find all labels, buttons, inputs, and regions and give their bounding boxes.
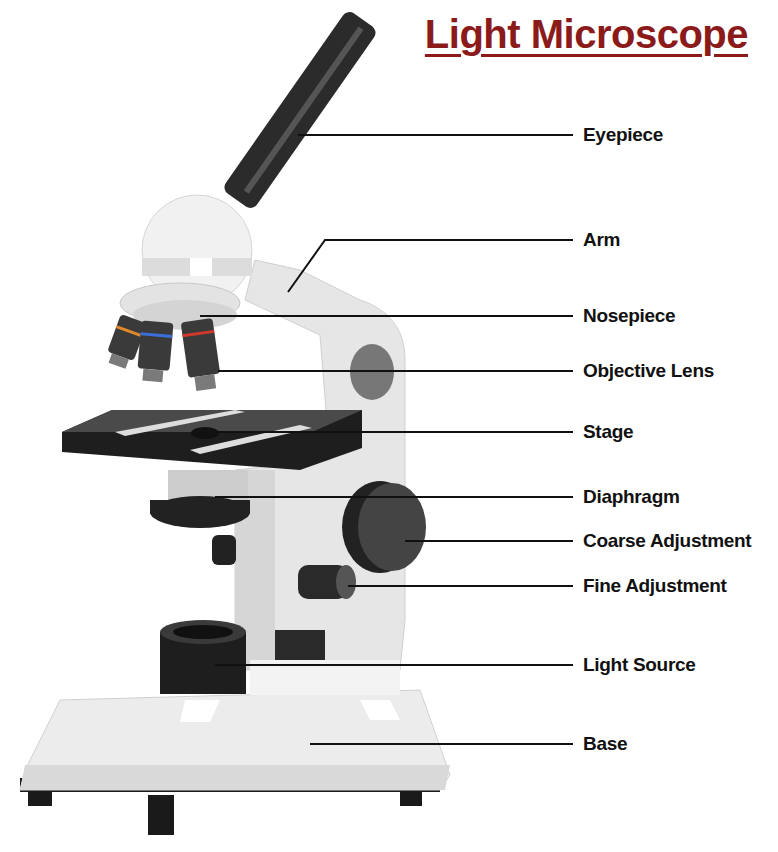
objective	[137, 320, 173, 371]
foot	[148, 795, 174, 835]
part-label: Stage	[583, 421, 633, 443]
eyepiece-tube	[221, 9, 378, 211]
part-label: Diaphragm	[583, 486, 680, 508]
light-source-top	[160, 620, 246, 644]
leader-line	[218, 370, 573, 372]
leader-line	[288, 240, 573, 292]
diaphragm	[168, 470, 248, 500]
base	[20, 690, 450, 790]
highlight	[360, 700, 400, 720]
title: Light Microscope	[425, 12, 748, 57]
leader-line	[215, 496, 573, 498]
condenser-knob	[212, 535, 236, 565]
leader-line	[310, 743, 573, 745]
head-band	[142, 258, 252, 276]
leader-line	[348, 585, 573, 587]
leader-line	[200, 315, 573, 317]
diaphragm-ring	[150, 500, 250, 514]
part-label: Eyepiece	[583, 124, 663, 146]
stage-clip	[190, 425, 312, 454]
diaphragm-ring	[150, 496, 250, 528]
leader-line	[298, 134, 573, 136]
part-label: Base	[583, 733, 627, 755]
part-label: Fine Adjustment	[583, 575, 727, 597]
objective-tip	[194, 374, 216, 391]
objective-ring	[140, 332, 172, 338]
part-label: Coarse Adjustment	[583, 530, 751, 552]
objective-tip	[109, 353, 129, 369]
highlight	[180, 700, 220, 722]
objective-ring	[116, 325, 143, 337]
base-front	[20, 765, 450, 790]
part-label: Objective Lens	[583, 360, 714, 382]
leader-line	[215, 664, 573, 666]
objective-tip	[142, 369, 163, 383]
fine-knob-face	[336, 565, 356, 599]
part-label: Light Source	[583, 654, 696, 676]
light-lens	[173, 625, 233, 639]
objective-ring	[182, 330, 214, 337]
part-label: Arm	[583, 229, 620, 251]
leader-line	[205, 431, 573, 433]
head-shine	[190, 258, 212, 276]
leader-line	[405, 540, 573, 542]
stage-edge	[62, 410, 362, 470]
part-label: Nosepiece	[583, 305, 675, 327]
tube-shine	[244, 26, 364, 193]
objective	[181, 318, 220, 378]
